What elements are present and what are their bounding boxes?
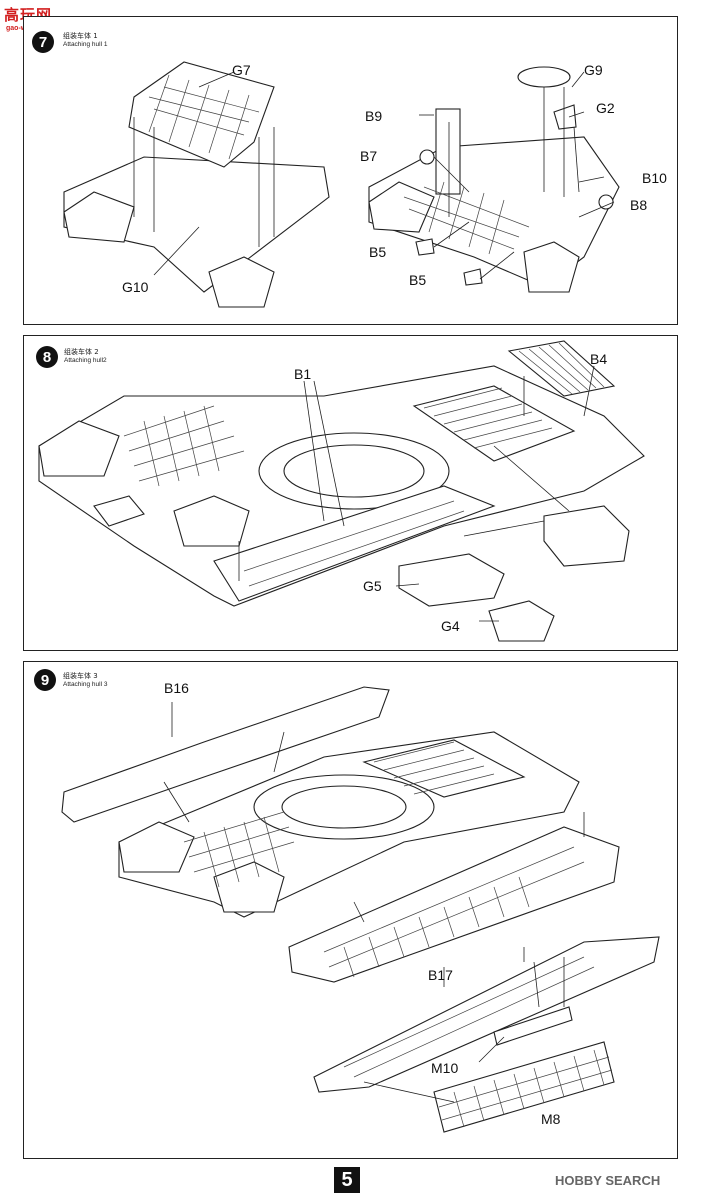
part-label-b7: B7 <box>360 148 378 164</box>
part-label-b1: B1 <box>294 366 312 382</box>
part-label-b5-upper: B5 <box>369 244 387 260</box>
page-number: 5 <box>334 1167 360 1193</box>
part-label-g2: G2 <box>596 100 615 116</box>
step-8-panel: 8 组装车体 2 Attaching hull2 <box>23 335 678 651</box>
step-9-title-cn: 组装车体 3 <box>63 672 98 680</box>
part-label-b10: B10 <box>642 170 667 186</box>
step-7-panel: 7 组装车体 1 Attaching hull 1 <box>23 16 678 325</box>
part-label-m8: M8 <box>541 1111 561 1127</box>
step-7-drawing <box>63 61 620 308</box>
part-label-b9: B9 <box>365 108 383 124</box>
step-9-panel: 9 组装车体 3 Attaching hull 3 <box>23 661 678 1159</box>
part-label-b17: B17 <box>428 967 453 983</box>
part-label-g9: G9 <box>584 62 603 78</box>
step-9-title-en: Attaching hull 3 <box>63 681 108 688</box>
step-9-drawing <box>61 686 660 1133</box>
part-label-g10: G10 <box>122 279 149 295</box>
step-8-title-cn: 组装车体 2 <box>64 348 99 356</box>
watermark-hobby-search: HOBBY SEARCH <box>555 1173 661 1188</box>
part-label-b16: B16 <box>164 680 189 696</box>
part-label-g7: G7 <box>232 62 251 78</box>
part-label-g4: G4 <box>441 618 460 634</box>
part-label-b8: B8 <box>630 197 648 213</box>
part-label-m10: M10 <box>431 1060 459 1076</box>
part-label-g5: G5 <box>363 578 382 594</box>
step-8-title-en: Attaching hull2 <box>64 357 107 364</box>
part-label-b5-lower: B5 <box>409 272 427 288</box>
step-7-title-en: Attaching hull 1 <box>63 41 108 48</box>
step-7-number: 7 <box>32 31 54 53</box>
step-8-number: 8 <box>36 346 58 368</box>
part-label-b4: B4 <box>590 351 608 367</box>
step-9-number: 9 <box>34 669 56 691</box>
step-8-drawing <box>38 340 645 642</box>
step-7-title-cn: 组装车体 1 <box>63 32 98 40</box>
